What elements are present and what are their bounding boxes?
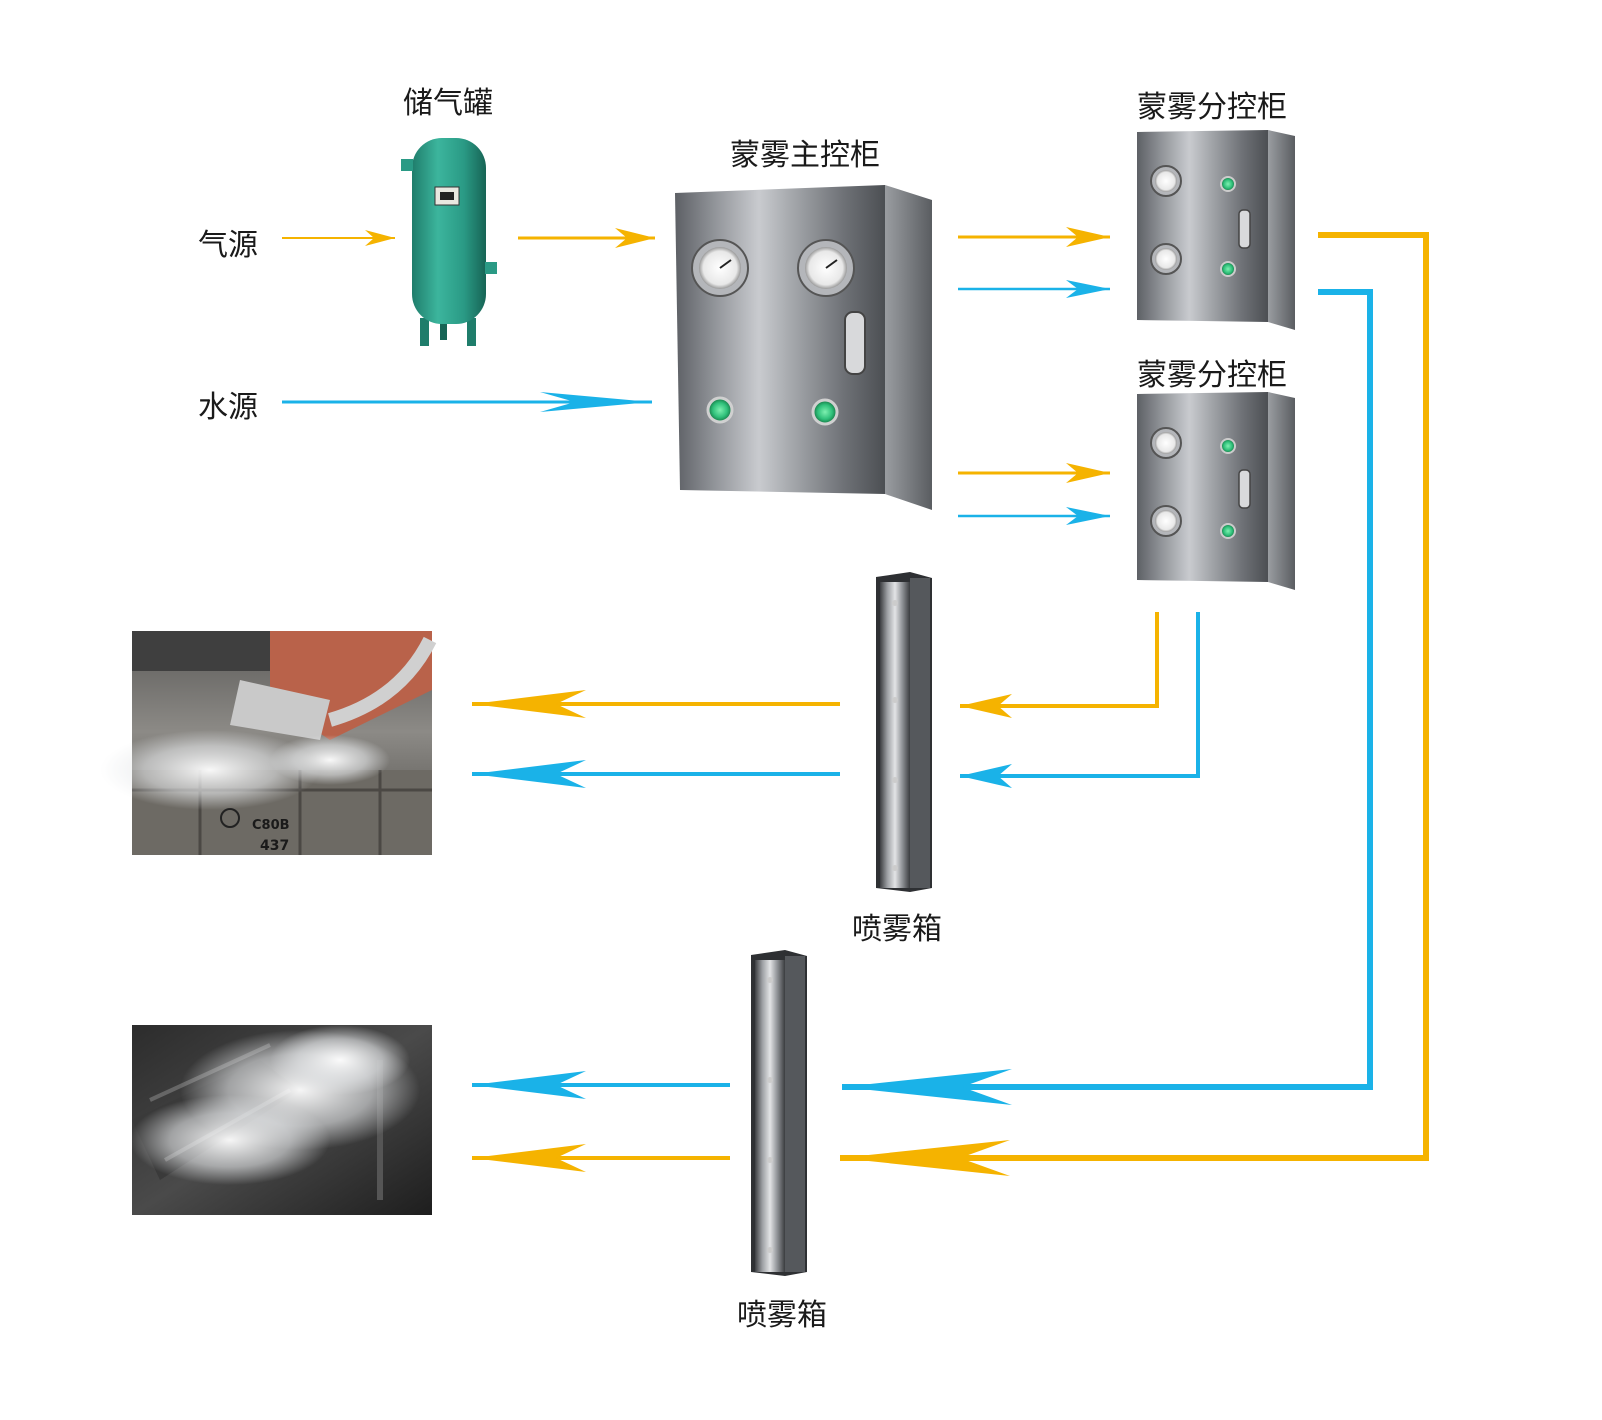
air-line-spraybox1-to-site xyxy=(472,690,840,718)
label-sub-cabinet-2: 蒙雾分控柜 xyxy=(1137,358,1287,393)
water-line-spraybox2-to-site xyxy=(472,1071,730,1099)
water-line-main-to-sub2 xyxy=(958,507,1110,525)
door-handle-icon xyxy=(844,311,866,375)
air-line-spraybox2-to-site xyxy=(472,1144,730,1172)
spray-box-1-icon xyxy=(876,572,932,892)
air-line-sub2-to-spraybox1 xyxy=(960,612,1159,718)
water-line-spraybox1-to-site xyxy=(472,760,840,788)
air-tank-icon xyxy=(401,138,497,346)
water-line-source-to-main xyxy=(282,392,652,412)
wagon-spray-photo xyxy=(100,631,437,855)
label-water-source: 水源 xyxy=(198,390,258,425)
indicator-light-icon xyxy=(1220,261,1236,277)
label-air-source: 气源 xyxy=(198,228,258,263)
indicator-light-icon xyxy=(1220,438,1236,454)
wagon-code-bottom: 437 xyxy=(260,838,289,854)
label-spray-box-1: 喷雾箱 xyxy=(852,912,942,947)
mist-photo xyxy=(130,1025,432,1215)
sub-cabinet-1-icon xyxy=(1137,130,1295,330)
water-line-sub2-to-spraybox1 xyxy=(960,612,1200,788)
air-line-tank-to-main xyxy=(518,228,655,248)
air-line-main-to-sub1 xyxy=(958,227,1110,247)
indicator-light-icon xyxy=(811,398,839,426)
water-line-sub1-to-spraybox2 xyxy=(842,289,1373,1105)
indicator-light-icon xyxy=(706,396,734,424)
pressure-gauge-icon xyxy=(691,239,749,297)
pressure-gauge-icon xyxy=(797,239,855,297)
air-line-sub1-to-spraybox2 xyxy=(840,232,1429,1176)
wagon-code-top: C80B xyxy=(252,818,290,833)
air-line-source-to-tank xyxy=(282,230,395,246)
door-handle-icon xyxy=(1238,209,1251,249)
indicator-light-icon xyxy=(1220,176,1236,192)
air-line-main-to-sub2 xyxy=(958,463,1110,483)
door-handle-icon xyxy=(1238,469,1251,509)
label-spray-box-2: 喷雾箱 xyxy=(737,1298,827,1333)
spray-box-2-icon xyxy=(751,950,807,1276)
label-tank: 储气罐 xyxy=(403,86,493,121)
label-main-cabinet: 蒙雾主控柜 xyxy=(730,138,880,173)
indicator-light-icon xyxy=(1220,523,1236,539)
sub-cabinet-2-icon xyxy=(1137,392,1295,590)
main-cabinet-icon xyxy=(675,185,932,510)
label-sub-cabinet-1: 蒙雾分控柜 xyxy=(1137,90,1287,125)
water-line-main-to-sub1 xyxy=(958,280,1110,298)
